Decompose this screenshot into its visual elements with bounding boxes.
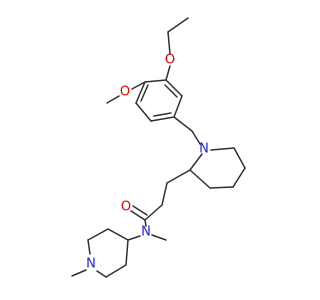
bond <box>153 112 172 117</box>
bond <box>131 81 146 90</box>
bond <box>127 235 141 241</box>
bond <box>144 204 163 221</box>
bond <box>87 239 91 255</box>
bond <box>151 234 167 241</box>
bond <box>167 31 171 55</box>
bond <box>132 205 148 216</box>
oxygen-label-carbonyl: O <box>121 200 131 215</box>
bond <box>166 169 191 184</box>
bond <box>107 228 129 241</box>
bond <box>105 264 127 278</box>
bond <box>165 65 171 81</box>
bond <box>173 116 193 132</box>
bond <box>209 186 234 189</box>
atom-labels: O O N O N N <box>86 53 209 272</box>
bond <box>140 84 149 102</box>
bond <box>173 95 183 118</box>
bond <box>232 167 246 188</box>
bond <box>71 269 87 277</box>
oxygen-label-ethoxy: O <box>165 53 175 68</box>
piperidine-ring <box>189 147 246 189</box>
nitrogen-label-amide: N <box>141 225 151 240</box>
nitrogen-label-methylpiperidine: N <box>86 257 96 272</box>
bond <box>233 147 246 169</box>
bond <box>106 95 120 104</box>
bond <box>165 79 183 97</box>
ethoxy-group <box>165 17 189 81</box>
benzene-ring <box>135 79 183 122</box>
bond <box>144 79 167 83</box>
bond <box>144 219 147 227</box>
methoxy-group <box>106 81 146 104</box>
benzyl-linker <box>173 116 201 145</box>
bond <box>191 130 201 145</box>
bond <box>210 147 235 151</box>
bond <box>189 169 211 189</box>
bond <box>135 81 146 104</box>
structure-canvas: O O N O N N <box>71 17 246 278</box>
propanamide-chain <box>127 169 191 241</box>
bond <box>87 228 109 241</box>
bond <box>130 210 146 221</box>
bond <box>150 116 175 122</box>
bond <box>189 153 203 171</box>
methylpiperidine-ring <box>71 228 129 278</box>
bond <box>135 102 152 122</box>
nitrogen-label-piperidine: N <box>199 142 209 157</box>
bond <box>161 182 168 206</box>
molecule-drawing: O O N O N N <box>71 17 246 278</box>
bond <box>167 17 189 33</box>
bond <box>96 270 107 278</box>
bond <box>125 239 129 266</box>
bond <box>164 84 178 98</box>
oxygen-label-methoxy: O <box>120 85 130 100</box>
